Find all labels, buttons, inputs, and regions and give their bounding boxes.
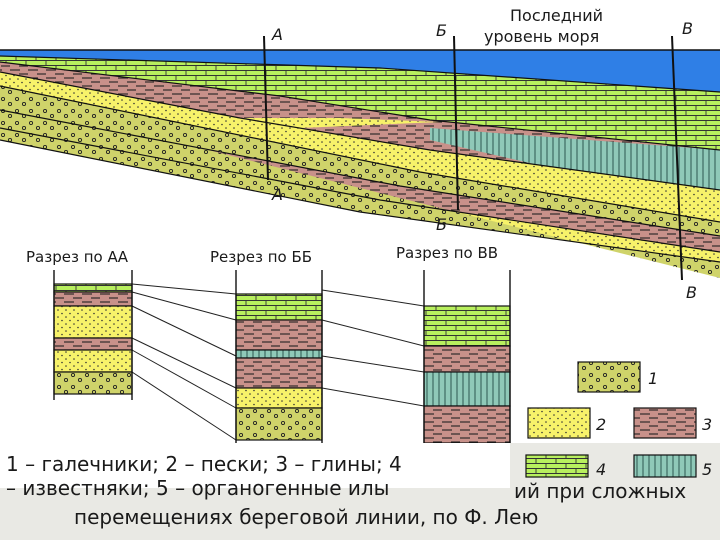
section-line-b bbox=[453, 35, 459, 211]
legend-swatch-4 bbox=[525, 454, 589, 478]
caption-panel: 4 5 1 – галечники; 2 – пески; 3 – глины;… bbox=[0, 443, 720, 540]
column-vv bbox=[423, 305, 511, 444]
sea-level-label-line2: уровень моря bbox=[484, 27, 599, 46]
legend-number-1: 1 bbox=[648, 369, 658, 388]
column-title-vv: Разрез по ВВ bbox=[396, 244, 498, 262]
caption-line-3: перемещениях береговой линии, по Ф. Лею bbox=[74, 505, 539, 529]
section-line-v bbox=[671, 35, 683, 281]
column-bb bbox=[235, 293, 323, 441]
lower-sand-layer bbox=[0, 128, 720, 262]
section-b-bottom-label: Б bbox=[436, 215, 447, 234]
caption-legend-box bbox=[0, 443, 510, 488]
sand-tongue bbox=[240, 118, 440, 128]
legend-number-2: 2 bbox=[596, 415, 606, 434]
legend-number-3: 3 bbox=[702, 415, 712, 434]
base-pebble-layer bbox=[0, 98, 720, 278]
column-title-aa: Разрез по АА bbox=[26, 248, 129, 266]
legend-swatch-2 bbox=[527, 407, 591, 439]
contact-line bbox=[0, 139, 720, 263]
contact-line bbox=[0, 127, 720, 253]
cross-section bbox=[0, 35, 720, 281]
section-line-a bbox=[263, 35, 269, 181]
legend-number-5: 5 bbox=[702, 460, 712, 479]
column-title-bb: Резрез по ББ bbox=[210, 248, 312, 266]
lower-pebble-layer bbox=[0, 86, 720, 236]
sea-layer bbox=[0, 50, 720, 92]
contact-line bbox=[0, 71, 720, 191]
caption-line-2: – известняки; 5 – органогенные илы bbox=[6, 476, 390, 500]
legend-number-4: 4 bbox=[596, 460, 606, 479]
legend-row-2: 4 5 bbox=[525, 454, 712, 479]
column-aa bbox=[53, 283, 133, 395]
section-v-bottom-label: В bbox=[686, 283, 697, 302]
section-a-bottom-label: А bbox=[271, 185, 283, 204]
contact-line bbox=[0, 109, 720, 237]
legend-swatch-5 bbox=[633, 454, 697, 478]
caption-line-1: 1 – галечники; 2 – пески; 3 – глины; 4 bbox=[6, 452, 402, 476]
contact-line bbox=[0, 55, 720, 93]
section-b-top-label: Б bbox=[436, 21, 447, 40]
section-v-top-label: В bbox=[682, 19, 693, 38]
section-a-top-label: А bbox=[271, 25, 283, 44]
contact-line bbox=[0, 85, 720, 223]
ooze-lens bbox=[430, 128, 720, 190]
legend-swatch-3 bbox=[633, 407, 697, 439]
correlation-lines bbox=[131, 283, 425, 441]
legend: 1 2 3 bbox=[527, 361, 712, 439]
sea-level-label-line1: Последний bbox=[510, 6, 603, 25]
upper-sand-layer bbox=[0, 72, 720, 222]
caption-line-2-tail: ий при сложных bbox=[514, 479, 687, 503]
contact-line bbox=[0, 61, 720, 151]
legend-swatch-1 bbox=[577, 361, 641, 393]
